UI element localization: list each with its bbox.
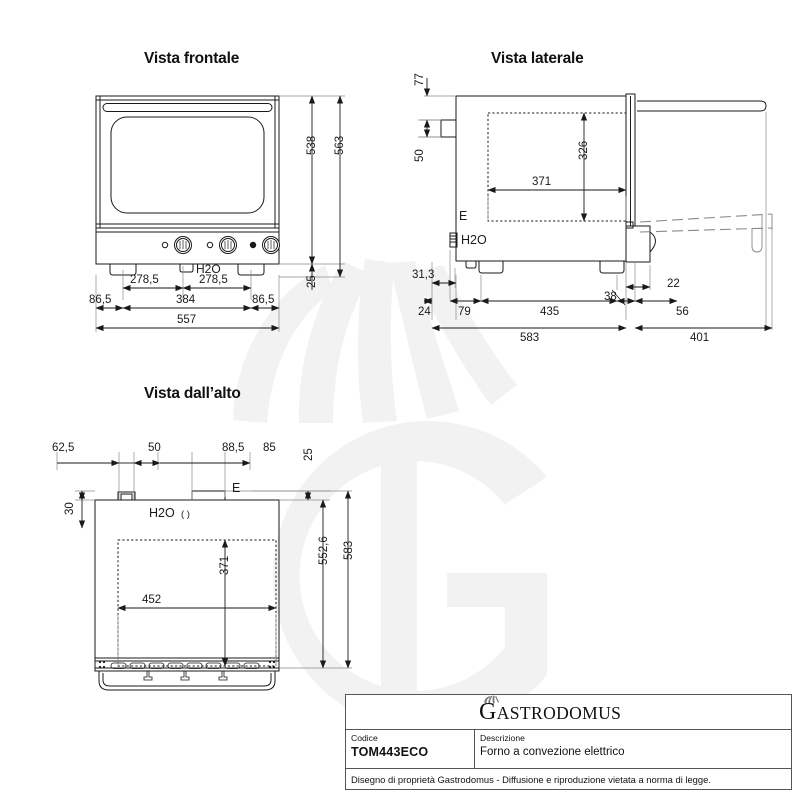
dim-side-door-open-depth: 401 <box>690 332 710 344</box>
label-front-water-inlet: H2O <box>196 262 221 276</box>
view-title-front: Vista frontale <box>144 50 240 67</box>
description-value: Forno a convezione elettrico <box>480 746 625 758</box>
dim-top-front-offset: 30 <box>64 502 76 515</box>
label-top-water-inlet-suffix: ( ) <box>181 509 190 520</box>
code-label: Codice <box>351 733 378 743</box>
view-title-side: Vista laterale <box>491 50 584 67</box>
dim-front-edge-left: 86,5 <box>89 294 112 306</box>
dim-side-door-thickness: 38 <box>604 291 617 303</box>
dim-top-rear-projection: 25 <box>303 448 315 461</box>
dim-side-handle-offset: 22 <box>667 278 680 290</box>
view-title-top: Vista dall’alto <box>144 385 241 402</box>
title-block: GASTRODOMUS Codice TOM443ECO Descrizione… <box>345 694 792 790</box>
label-top-water-inlet: H2O <box>149 506 175 520</box>
dim-top-body-depth: 552,6 <box>318 536 330 565</box>
title-block-footer: Disegno di proprietà Gastrodomus - Diffu… <box>346 769 791 790</box>
label-side-water-inlet: H2O <box>461 233 487 247</box>
dim-top-elec-spacing: 85 <box>263 442 276 454</box>
dim-top-depth-total: 583 <box>343 540 355 560</box>
dim-side-foot-offset: 31,3 <box>412 269 435 281</box>
dim-top-water-spacing: 50 <box>148 442 161 454</box>
dim-top-elec-offset: 88,5 <box>222 442 245 454</box>
dim-top-chamber-width: 452 <box>142 594 162 606</box>
dim-side-rear-edge: 24 <box>418 306 431 318</box>
dim-side-depth-total: 583 <box>520 332 540 344</box>
dim-front-width-total: 557 <box>177 314 197 326</box>
dim-side-handle-depth: 56 <box>676 306 689 318</box>
dim-front-edge-right: 86,5 <box>252 294 275 306</box>
dim-side-rear-panel: 79 <box>458 306 471 318</box>
title-block-brand-row: GASTRODOMUS <box>346 695 791 730</box>
dim-side-chamber-depth: 371 <box>532 176 552 188</box>
brand-lead-letter: G <box>479 699 497 725</box>
label-side-electrical: E <box>459 209 468 223</box>
dim-top-left-offset: 62,5 <box>52 442 75 454</box>
dim-front-center-span: 384 <box>176 294 196 306</box>
dim-front-knob-left: 278,5 <box>130 274 159 286</box>
dim-side-body-depth: 435 <box>540 306 560 318</box>
title-block-data-row: Codice TOM443ECO Descrizione Forno a con… <box>346 730 791 769</box>
brand-rest: ASTRODOMUS <box>496 703 622 723</box>
label-top-electrical: E <box>232 481 241 495</box>
column-divider <box>474 730 475 768</box>
leaf-logo-icon <box>484 695 499 704</box>
footer-note: Disegno di proprietà Gastrodomus - Diffu… <box>351 774 711 785</box>
code-value: TOM443ECO <box>351 745 429 759</box>
brand-wordmark: GASTRODOMUS <box>479 699 621 726</box>
dim-front-knob-right: 278,5 <box>199 274 228 286</box>
dim-top-chamber-depth: 371 <box>219 555 231 575</box>
description-label: Descrizione <box>480 733 525 743</box>
